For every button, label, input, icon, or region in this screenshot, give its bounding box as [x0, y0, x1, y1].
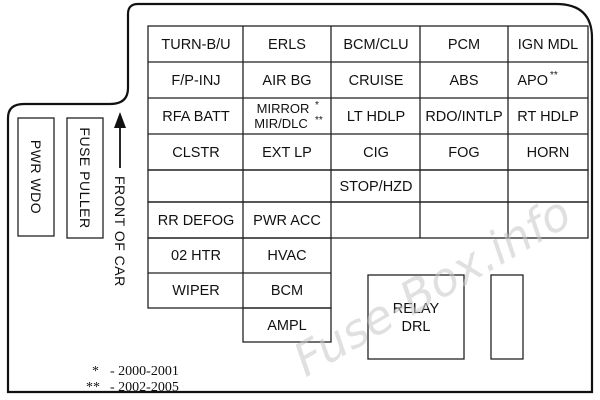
fuse-mirror: MIRROR — [257, 101, 310, 116]
fuse-rdo-intlp: RDO/INTLP — [425, 109, 502, 125]
fuse-grid — [147, 25, 589, 343]
fuse-pcm: PCM — [448, 37, 480, 53]
mirdlc-year-mark: ** — [315, 115, 323, 126]
watermark: Fuse-Box.info — [284, 185, 580, 387]
fuse-stop-hzd: STOP/HZD — [339, 179, 412, 195]
pwr-wdo-label: PWR WDO — [28, 140, 44, 214]
front-of-car-label: FRONT OF CAR — [112, 176, 128, 287]
fuse-ext-lp: EXT LP — [262, 145, 312, 161]
fuse-apo: APO — [517, 73, 548, 89]
fuse-puller-label: FUSE PULLER — [77, 127, 93, 228]
fuse-clstr: CLSTR — [172, 145, 220, 161]
relay-label-line2: DRL — [401, 319, 430, 335]
mirror-year-mark: * — [315, 100, 319, 111]
fuse-box-outline — [6, 2, 594, 394]
fuse-wiper: WIPER — [172, 283, 220, 299]
fuse-lt-hdlp: LT HDLP — [347, 109, 405, 125]
fuse-puller-box — [66, 117, 104, 239]
fuse-rt-hdlp: RT HDLP — [517, 109, 579, 125]
fuse-bcm-clu: BCM/CLU — [343, 37, 408, 53]
fuse-hvac: HVAC — [267, 248, 306, 264]
fuse-turn-bu: TURN-B/U — [161, 37, 230, 53]
fuse-02-htr: 02 HTR — [171, 248, 221, 264]
relay-drl-box — [367, 274, 465, 360]
fuse-rfa-batt: RFA BATT — [162, 109, 230, 125]
pwr-wdo-breaker-box — [17, 117, 55, 237]
footnote-mark-1: * — [92, 364, 99, 379]
fuse-erls: ERLS — [268, 37, 306, 53]
fuse-abs: ABS — [449, 73, 478, 89]
footnote-text-2: - 2002-2005 — [110, 380, 179, 395]
fuse-ampl: AMPL — [267, 318, 307, 334]
fuse-pwr-acc: PWR ACC — [253, 213, 321, 229]
fuse-fp-inj: F/P-INJ — [171, 73, 220, 89]
fuse-cig: CIG — [363, 145, 389, 161]
fuse-air-bg: AIR BG — [262, 73, 311, 89]
fuse-horn: HORN — [527, 145, 570, 161]
fuse-rr-defog: RR DEFOG — [158, 213, 235, 229]
footnote-text-1: - 2000-2001 — [110, 364, 179, 379]
relay-label-line1: RELAY — [393, 301, 440, 317]
apo-year-mark: ** — [550, 70, 558, 81]
footnote-mark-2: ** — [86, 380, 100, 395]
fuse-cruise: CRUISE — [349, 73, 404, 89]
fuse-ign-mdl: IGN MDL — [518, 37, 578, 53]
spare-relay-slot — [490, 274, 524, 360]
front-of-car-arrow-icon — [114, 112, 126, 168]
fuse-mir-dlc: MIR/DLC — [254, 116, 307, 131]
fuse-fog: FOG — [448, 145, 479, 161]
fuse-bcm: BCM — [271, 283, 303, 299]
